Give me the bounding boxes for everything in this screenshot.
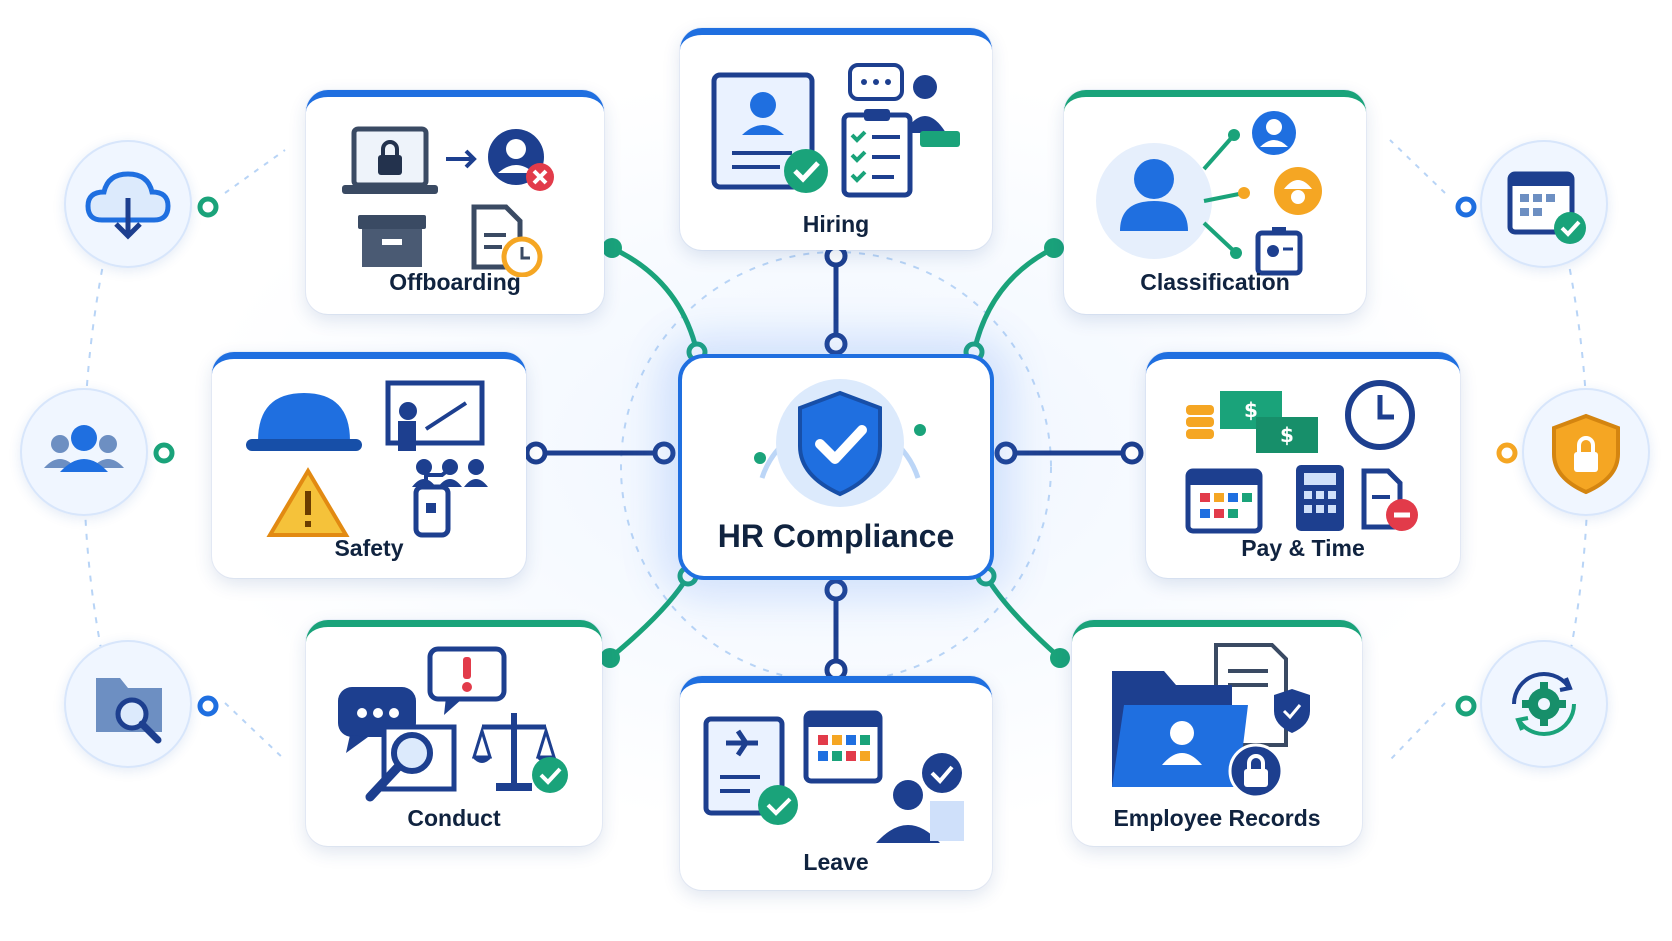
calendar-icon (1185, 468, 1263, 534)
hr-compliance-hub[interactable]: HR Compliance (678, 354, 994, 580)
magnifier-icon (365, 724, 457, 802)
side-folder-search[interactable] (64, 640, 192, 768)
folder-search-icon (96, 678, 162, 744)
module-offboarding[interactable]: Offboarding (306, 90, 604, 314)
hard-hat-icon (246, 393, 362, 451)
module-conduct[interactable]: Conduct (306, 620, 602, 846)
employee-records-icons (1112, 643, 1310, 799)
module-label-safety: Safety (334, 535, 404, 561)
hiring-icons (711, 63, 960, 198)
pay-time-icons: $ $ (1185, 380, 1418, 534)
safety-icons (246, 380, 488, 538)
clock-icon (1345, 380, 1415, 450)
side-team[interactable] (20, 388, 148, 516)
training-icon (385, 380, 488, 487)
id-badge-icon (1255, 227, 1303, 276)
team-icon (44, 425, 124, 472)
cloud-download-icon (85, 171, 171, 240)
shield-check-icon (754, 379, 926, 507)
module-label-employee-records: Employee Records (1113, 805, 1321, 831)
svg-text:$: $ (1244, 398, 1258, 422)
module-leave[interactable]: Leave (680, 676, 992, 890)
module-label-offboarding: Offboarding (389, 269, 521, 295)
document-minus-icon (1361, 468, 1418, 531)
module-label-conduct: Conduct (407, 805, 501, 831)
svg-text:$: $ (1280, 423, 1294, 447)
calendar-check-icon (1507, 171, 1586, 244)
leave-icons (703, 710, 964, 843)
module-label-pay-time: Pay & Time (1241, 535, 1365, 561)
warning-icon (266, 467, 350, 537)
side-calendar-check[interactable] (1480, 140, 1608, 268)
conduct-icons (338, 646, 568, 802)
user-icon (1096, 143, 1212, 259)
classification-icons (1096, 111, 1322, 276)
center-title: HR Compliance (717, 518, 955, 554)
side-shield-lock[interactable] (1522, 388, 1650, 516)
module-label-leave: Leave (803, 849, 869, 875)
module-pay-time[interactable]: $ $ Pay & Time (1146, 352, 1460, 578)
checklist-icon (841, 109, 913, 198)
gear-sync-icon (1512, 672, 1576, 736)
module-employee-records[interactable]: Employee Records (1072, 620, 1362, 846)
money-icon: $ $ (1186, 391, 1318, 453)
arrow-right-icon (446, 149, 477, 169)
laptop-lock-icon (342, 126, 438, 194)
scales-icon (471, 713, 568, 793)
lock-icon (1228, 743, 1284, 799)
document-clock-icon (471, 204, 543, 277)
shield-lock-icon (1552, 413, 1620, 495)
worker-icon (1274, 167, 1322, 215)
offboarding-icons (342, 126, 554, 277)
archive-box-icon (358, 215, 426, 267)
module-label-hiring: Hiring (802, 211, 870, 237)
calendar-icon (803, 710, 883, 784)
alert-bubble-icon (427, 646, 507, 715)
side-cloud-download[interactable] (64, 140, 192, 268)
folder-user-icon (1112, 671, 1248, 787)
fire-extinguisher-icon (413, 465, 454, 538)
travel-form-icon (703, 716, 798, 825)
module-label-classification: Classification (1140, 269, 1290, 295)
module-safety[interactable]: Safety (212, 352, 526, 578)
interview-icon (848, 63, 960, 147)
person-check-icon (876, 753, 964, 843)
module-hiring[interactable]: Hiring (680, 28, 992, 250)
user-icon-small (1252, 111, 1296, 155)
resume-check-icon (711, 72, 828, 193)
calculator-icon (1296, 465, 1344, 531)
module-classification[interactable]: Classification (1064, 90, 1366, 314)
user-remove-icon (488, 129, 554, 191)
side-gear-sync[interactable] (1480, 640, 1608, 768)
